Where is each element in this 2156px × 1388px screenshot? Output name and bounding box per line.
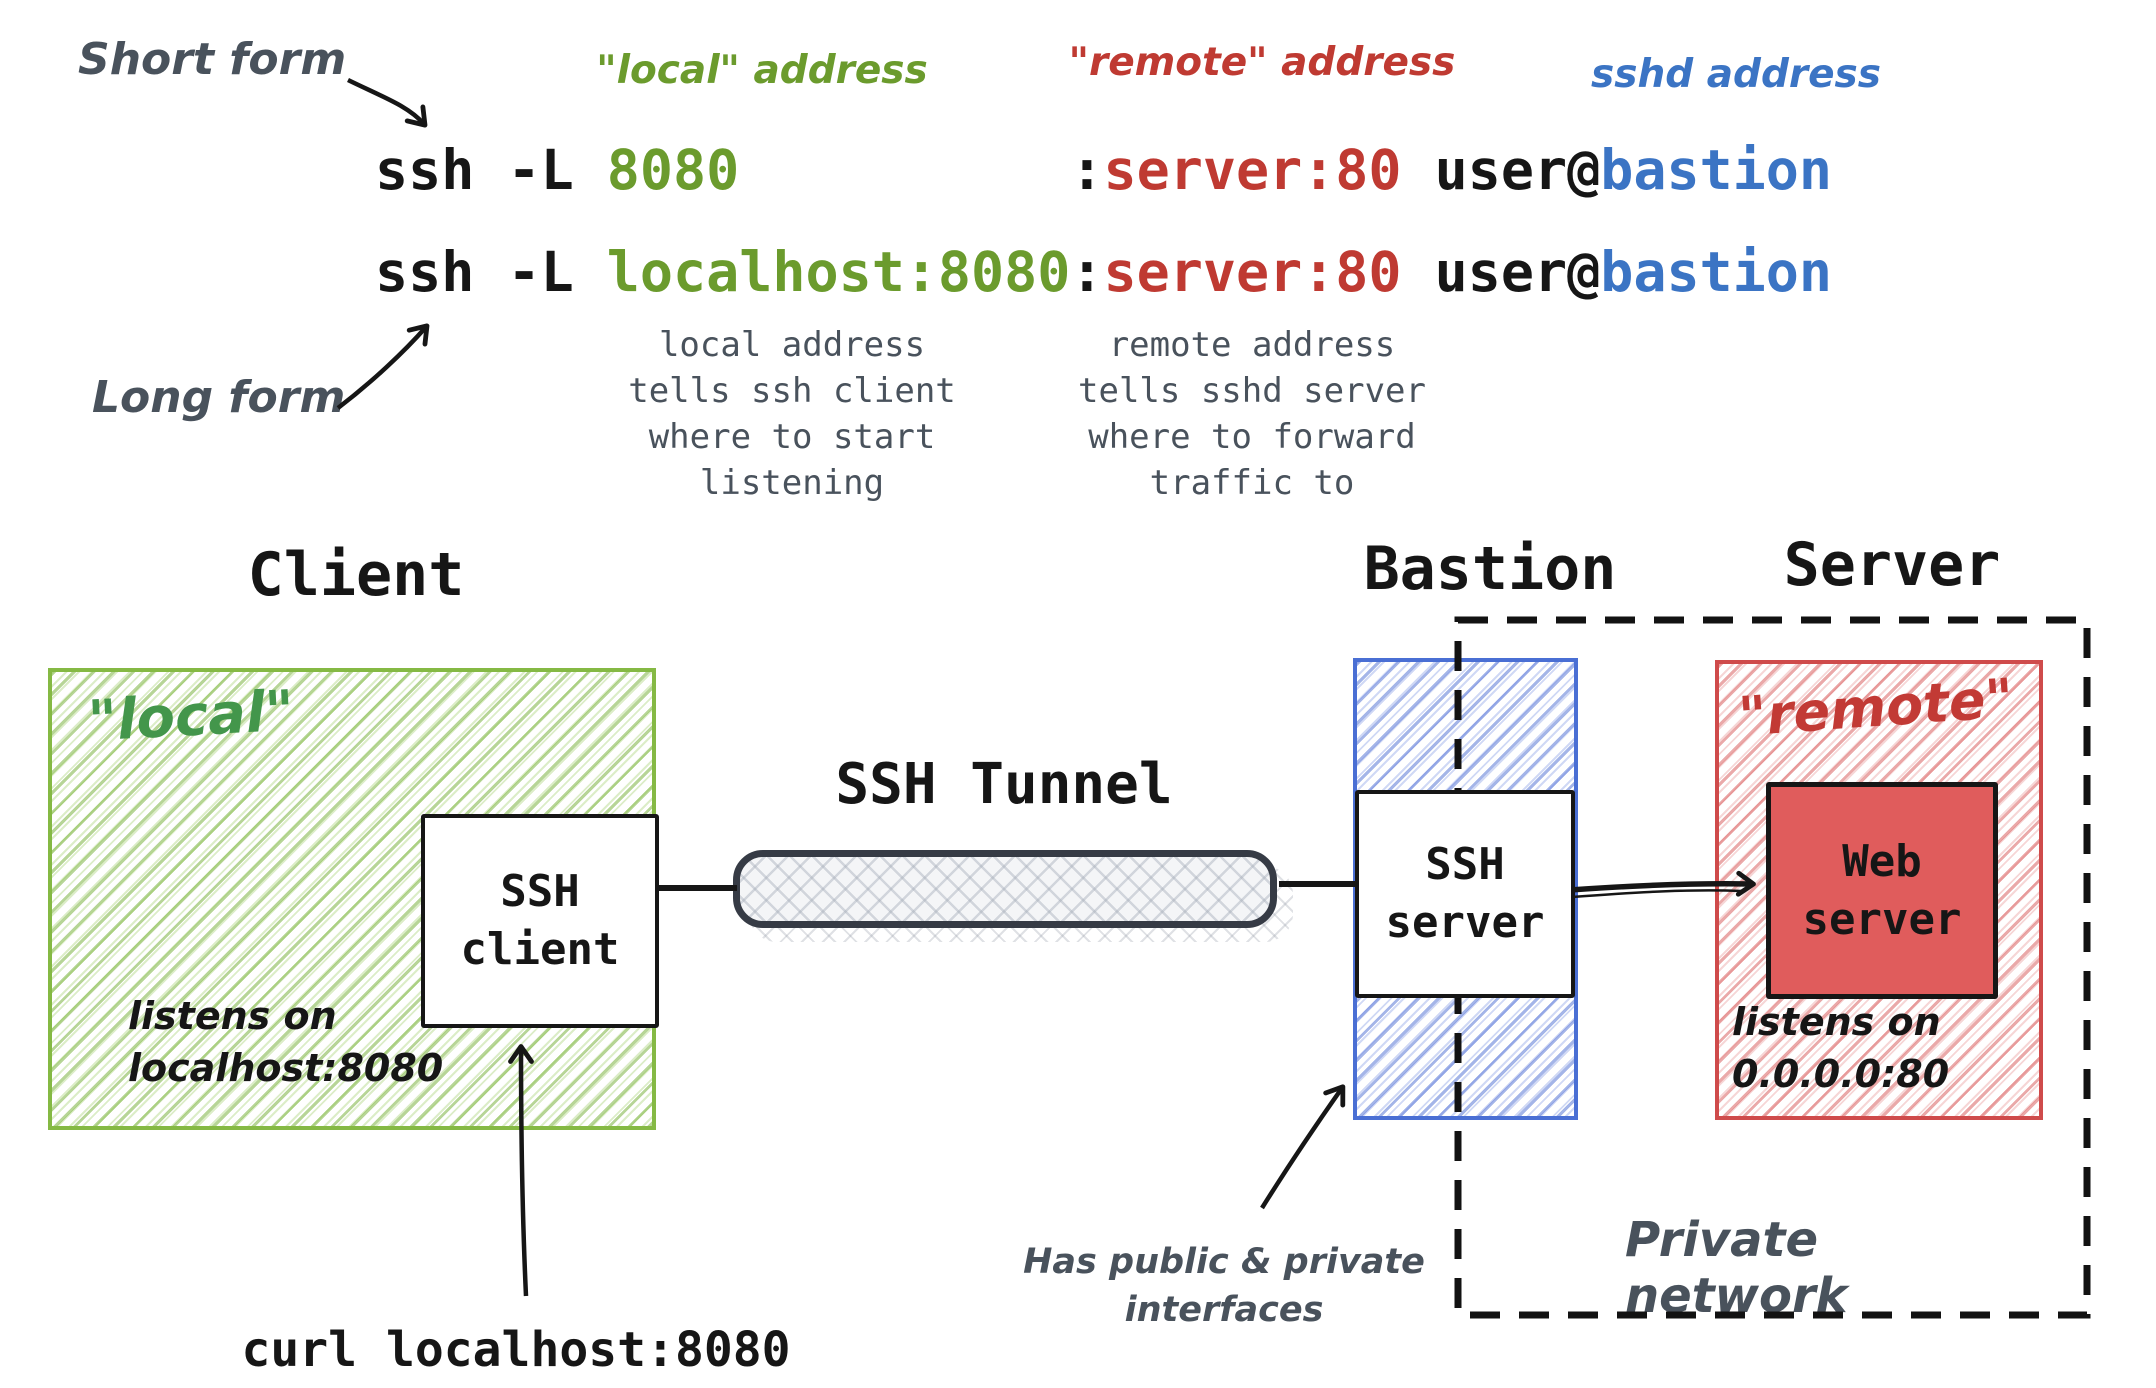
command-segment: 8080 — [606, 138, 740, 202]
client-listens-note: listens on localhost:8080 — [128, 990, 443, 1094]
server-title: Server — [1783, 530, 2001, 600]
ssh-client-node: SSH client — [421, 814, 659, 1028]
command-segment — [739, 138, 1070, 202]
local-address-column-label: "local" address — [596, 48, 928, 93]
command-segment: server:80 — [1103, 240, 1402, 304]
annotation-line: where to start — [648, 417, 936, 457]
listens-line: listens on — [1732, 1000, 1941, 1044]
command-segment: bastion — [1600, 240, 1833, 304]
listens-line: listens on — [128, 994, 337, 1038]
command-segment: ssh -L — [375, 138, 607, 202]
remote-address-column-label: "remote" address — [1068, 40, 1456, 85]
note-line: interfaces — [1124, 1290, 1324, 1330]
private-network-label: Private network — [1625, 1212, 1848, 1324]
local-address-annotation: local address tells ssh client where to … — [628, 322, 956, 506]
listens-line: 0.0.0.0:80 — [1732, 1052, 1950, 1096]
node-label-line: server — [1802, 893, 1962, 945]
long-form-label: Long form — [92, 372, 346, 423]
command-segment: ssh -L — [375, 240, 607, 304]
command-segment: user@ — [1401, 138, 1601, 202]
command-segment: localhost:8080 — [606, 240, 1071, 304]
node-label-line: SSH — [1425, 839, 1505, 890]
listens-line: localhost:8080 — [128, 1046, 444, 1090]
annotation-line: listening — [699, 463, 885, 503]
ssh-command-long-form: ssh -L localhost:8080:server:80 user@bas… — [375, 238, 1832, 306]
ssh-server-node: SSH server — [1355, 790, 1575, 998]
ssh-command-short-form: ssh -L 8080 :server:80 user@bastion — [375, 136, 1832, 204]
command-segment: : — [1070, 240, 1104, 304]
bastion-title: Bastion — [1363, 534, 1617, 604]
ssh-tunnel-label: SSH Tunnel — [835, 752, 1173, 817]
bastion-interfaces-note: Has public & private interfaces — [1023, 1238, 1425, 1334]
annotation-line: remote address — [1108, 325, 1396, 365]
client-title: Client — [247, 540, 465, 610]
short-form-arrow — [347, 77, 428, 128]
local-zone-label: "local" — [86, 678, 296, 755]
remote-address-annotation: remote address tells sshd server where t… — [1078, 322, 1426, 506]
node-label-line: SSH — [500, 866, 580, 917]
note-line: Has public & private — [1023, 1242, 1425, 1282]
annotation-line: traffic to — [1149, 463, 1355, 503]
long-form-arrow — [336, 323, 430, 410]
ssh-tunnel-pipe — [733, 850, 1277, 928]
command-segment: user@ — [1401, 240, 1601, 304]
web-server-node: Web server — [1766, 782, 1998, 999]
interfaces-arrow — [1260, 1084, 1346, 1210]
node-label-line: Web — [1842, 835, 1922, 887]
node-label-line: client — [460, 924, 620, 975]
command-segment: : — [1070, 138, 1104, 202]
annotation-line: tells ssh client — [628, 371, 956, 411]
command-segment: server:80 — [1103, 138, 1402, 202]
curl-command: curl localhost:8080 — [241, 1322, 791, 1378]
annotation-line: tells sshd server — [1078, 371, 1426, 411]
short-form-label: Short form — [78, 34, 347, 85]
command-segment: bastion — [1600, 138, 1833, 202]
annotation-line: where to forward — [1088, 417, 1416, 457]
node-label-line: server — [1385, 897, 1545, 948]
sshd-address-column-label: sshd address — [1591, 52, 1881, 97]
annotation-line: local address — [658, 325, 926, 365]
server-listens-note: listens on 0.0.0.0:80 — [1732, 996, 1949, 1100]
